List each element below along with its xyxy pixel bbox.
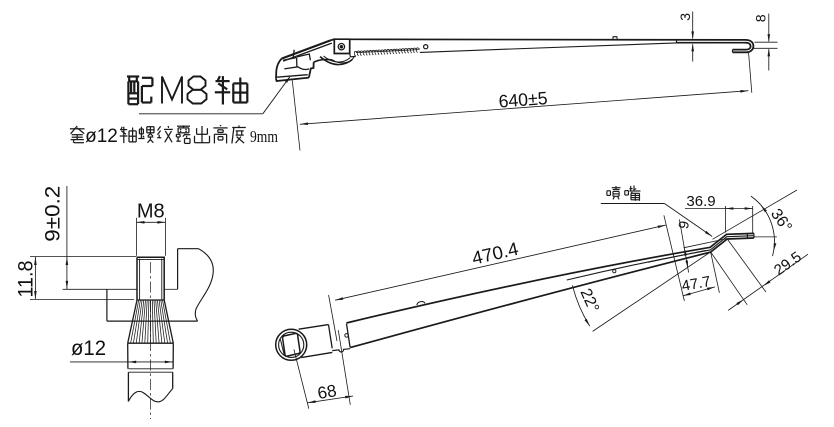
svg-text:47.7: 47.7 [680, 273, 712, 295]
svg-text:11.8: 11.8 [14, 260, 38, 297]
svg-text:9mm: 9mm [250, 127, 278, 146]
svg-text:9±0.2: 9±0.2 [41, 186, 65, 242]
svg-text:8: 8 [754, 14, 770, 22]
svg-text:640±5: 640±5 [498, 88, 548, 112]
svg-text:ø12: ø12 [71, 337, 106, 360]
svg-text:9: 9 [675, 219, 692, 230]
svg-text:3: 3 [677, 13, 693, 21]
svg-text:ø12: ø12 [85, 126, 118, 147]
svg-text:M8: M8 [137, 200, 165, 222]
svg-text:68: 68 [316, 381, 338, 403]
svg-text:36.9: 36.9 [686, 193, 715, 210]
